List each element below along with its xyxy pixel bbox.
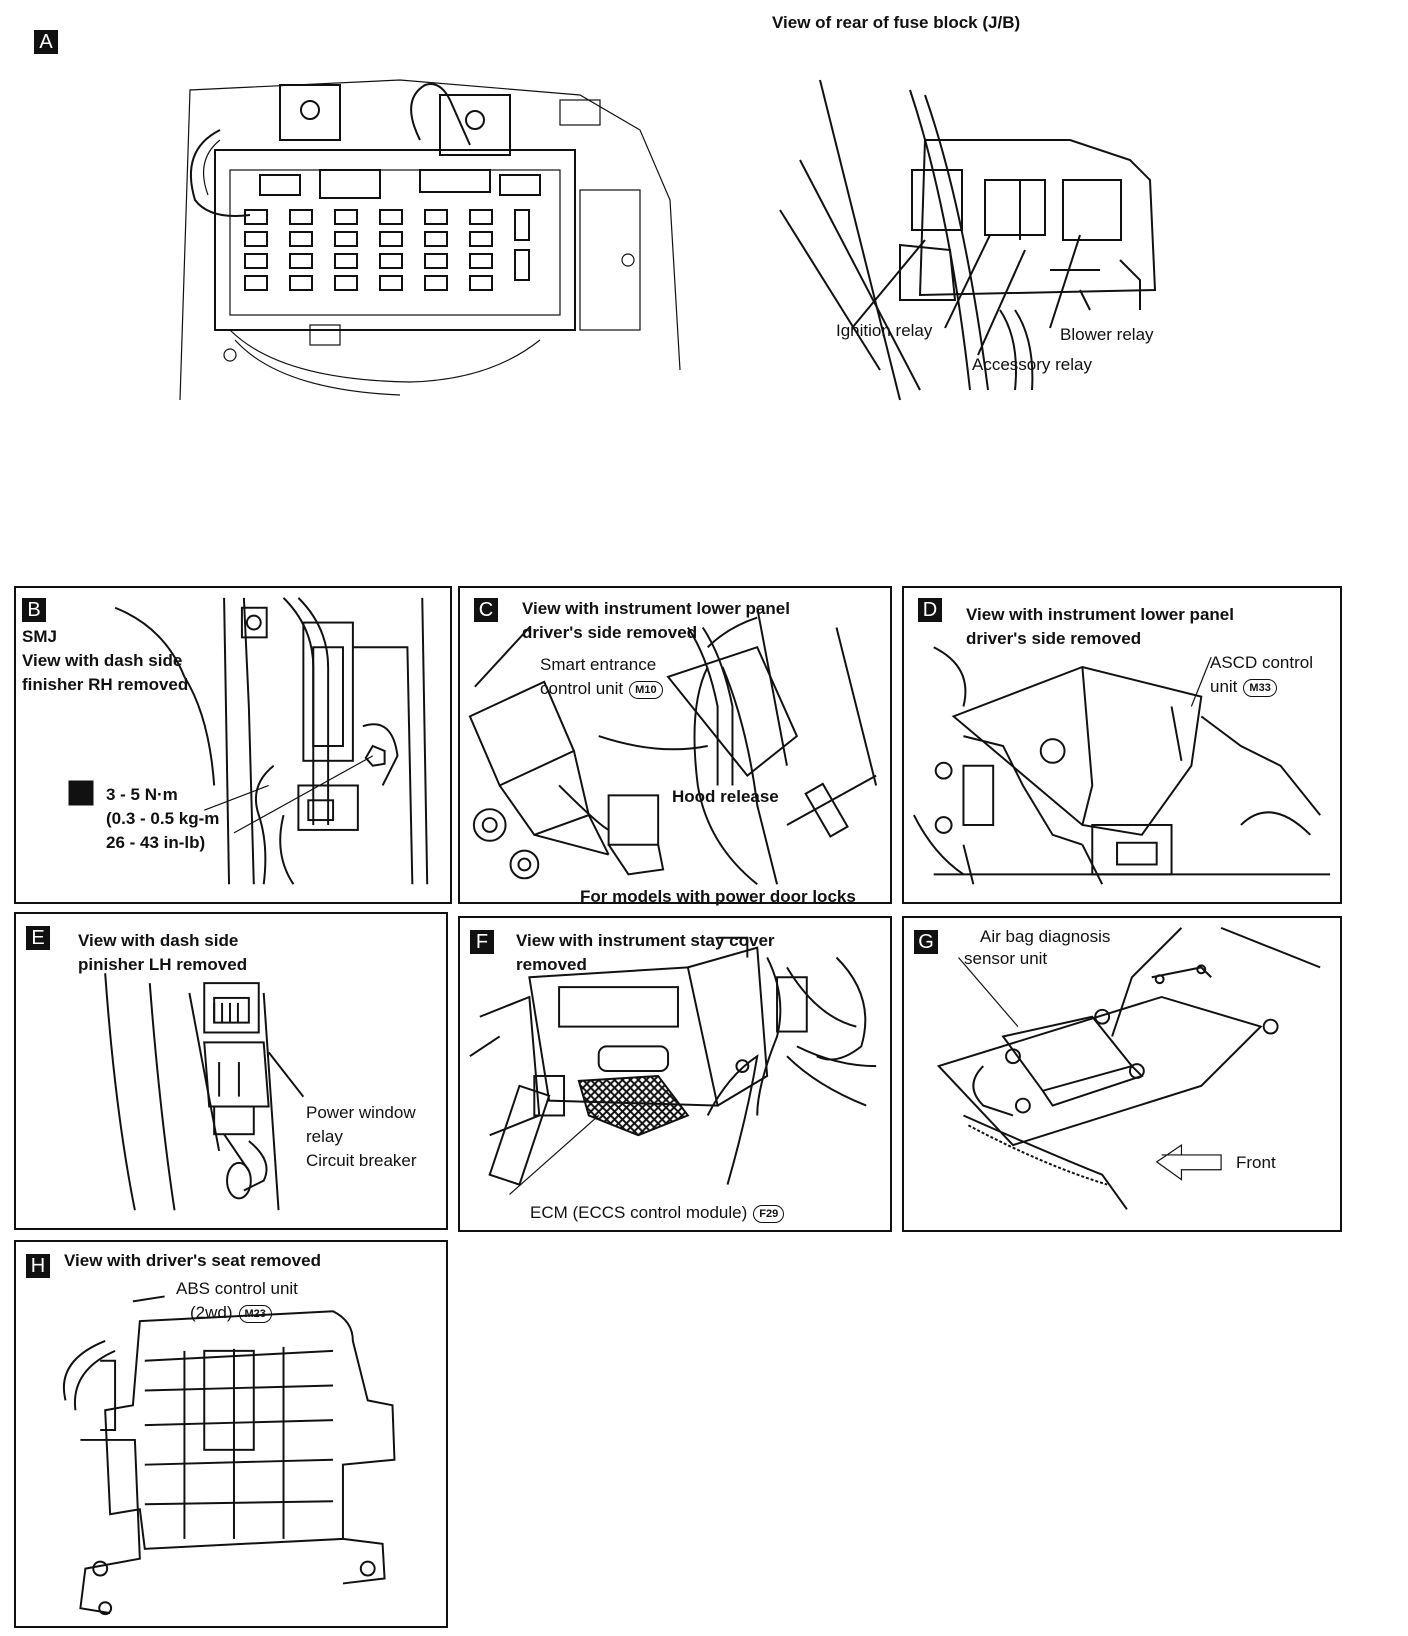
panel-d-badge: D [918,598,942,622]
panel-e-illustration [104,973,305,1211]
panel-f: F View with instrument stay cover remove… [458,916,892,1232]
panel-g: G Air bag diagnosis sensor unit Front [902,916,1342,1232]
panel-c-hood: Hood release [672,787,779,806]
panel-h: H View with driver's seat removed ABS co… [14,1240,448,1628]
panel-c-smart-1-text: Smart entrance [540,655,657,674]
panel-c-illustration [468,607,878,885]
panel-c-smart-2: control unit M10 [540,676,663,701]
panel-f-ecm-text: ECM (ECCS control module) [530,1203,748,1222]
panel-b-smj: SMJ [22,627,57,646]
panel-d-title-1: View with instrument lower panel [966,605,1234,624]
panel-b-torque-3: 26 - 43 in-lb) [106,833,206,852]
panel-b-torque-2: (0.3 - 0.5 kg-m [106,809,220,828]
panel-e-cb: Circuit breaker [306,1151,417,1170]
panel-c-title-1: View with instrument lower panel [522,599,790,618]
connector-m23: M23 [238,1304,272,1323]
panel-c-badge: C [474,598,498,622]
panel-g-front: Front [1236,1153,1276,1172]
panel-h-illustration [62,1295,396,1616]
panel-c-footer: For models with power door locks [580,887,856,906]
panel-g-badge: G [914,930,938,954]
connector-m10: M10 [629,680,663,699]
panel-e-badge: E [26,926,50,950]
panel-e-title-2: pinisher LH removed [78,955,248,974]
panel-b-title-2: finisher RH removed [22,675,189,694]
panel-b-illustration [114,597,429,885]
panel-f-badge: F [470,930,494,954]
panel-h-abs-2: (2wd) M23 [190,1300,272,1325]
panel-b-title-1: View with dash side [22,651,183,670]
panel-c: C View with instrument lower panel drive… [458,586,892,906]
panel-e-pw-1: Power window [306,1103,416,1122]
panel-c-title-2: driver's side removed [522,623,698,642]
torque-wrench-icon [68,780,94,806]
connector-f29: F29 [753,1204,785,1223]
panel-a-badge: A [34,30,58,54]
panel-d-ascd-2-text: unit [1210,677,1238,696]
panel-b-torque-1: 3 - 5 N·m [106,785,178,804]
label-blower-relay: Blower relay [1060,325,1154,344]
panel-d-ascd-1: ASCD control [1210,653,1313,672]
panel-d: D View with instrument lower panel drive… [902,586,1342,904]
fuse-block-illustration [179,79,1157,401]
panel-e-title-1: View with dash side [78,931,239,950]
panel-h-title: View with driver's seat removed [64,1251,321,1270]
panel-d-illustration [913,646,1331,885]
connector-m33: M33 [1243,678,1277,697]
label-accessory-relay: Accessory relay [972,355,1092,374]
panel-e: E View with dash side pinisher LH remove… [14,912,448,1230]
label-ignition-relay: Ignition relay [836,321,933,340]
panel-d-title-2: driver's side removed [966,629,1142,648]
panel-g-title-2: sensor unit [964,949,1048,968]
panel-f-title-2: removed [516,955,587,974]
rear-view-title: View of rear of fuse block (J/B) [772,13,1021,32]
panel-h-abs-2-text: (2wd) [190,1303,233,1322]
panel-g-illustration [936,926,1321,1210]
panel-a: A [20,10,1390,430]
panel-c-smart-2-text: control unit [540,679,624,698]
panel-f-title-1: View with instrument stay cover [516,931,775,950]
panel-f-illustration [469,936,877,1195]
panel-c-smart-1: Smart entrance [540,652,656,677]
panel-g-title-1: Air bag diagnosis [980,927,1111,946]
panel-b-badge: B [22,598,46,622]
panel-h-badge: H [26,1254,50,1278]
panel-h-abs-1: ABS control unit [176,1279,298,1298]
panel-e-pw-2: relay [306,1127,343,1146]
panel-d-ascd-2: unit M33 [1210,674,1277,699]
panel-f-ecm: ECM (ECCS control module) F29 [530,1200,785,1225]
panel-b: B SMJ View with dash side finisher RH re… [14,586,452,904]
